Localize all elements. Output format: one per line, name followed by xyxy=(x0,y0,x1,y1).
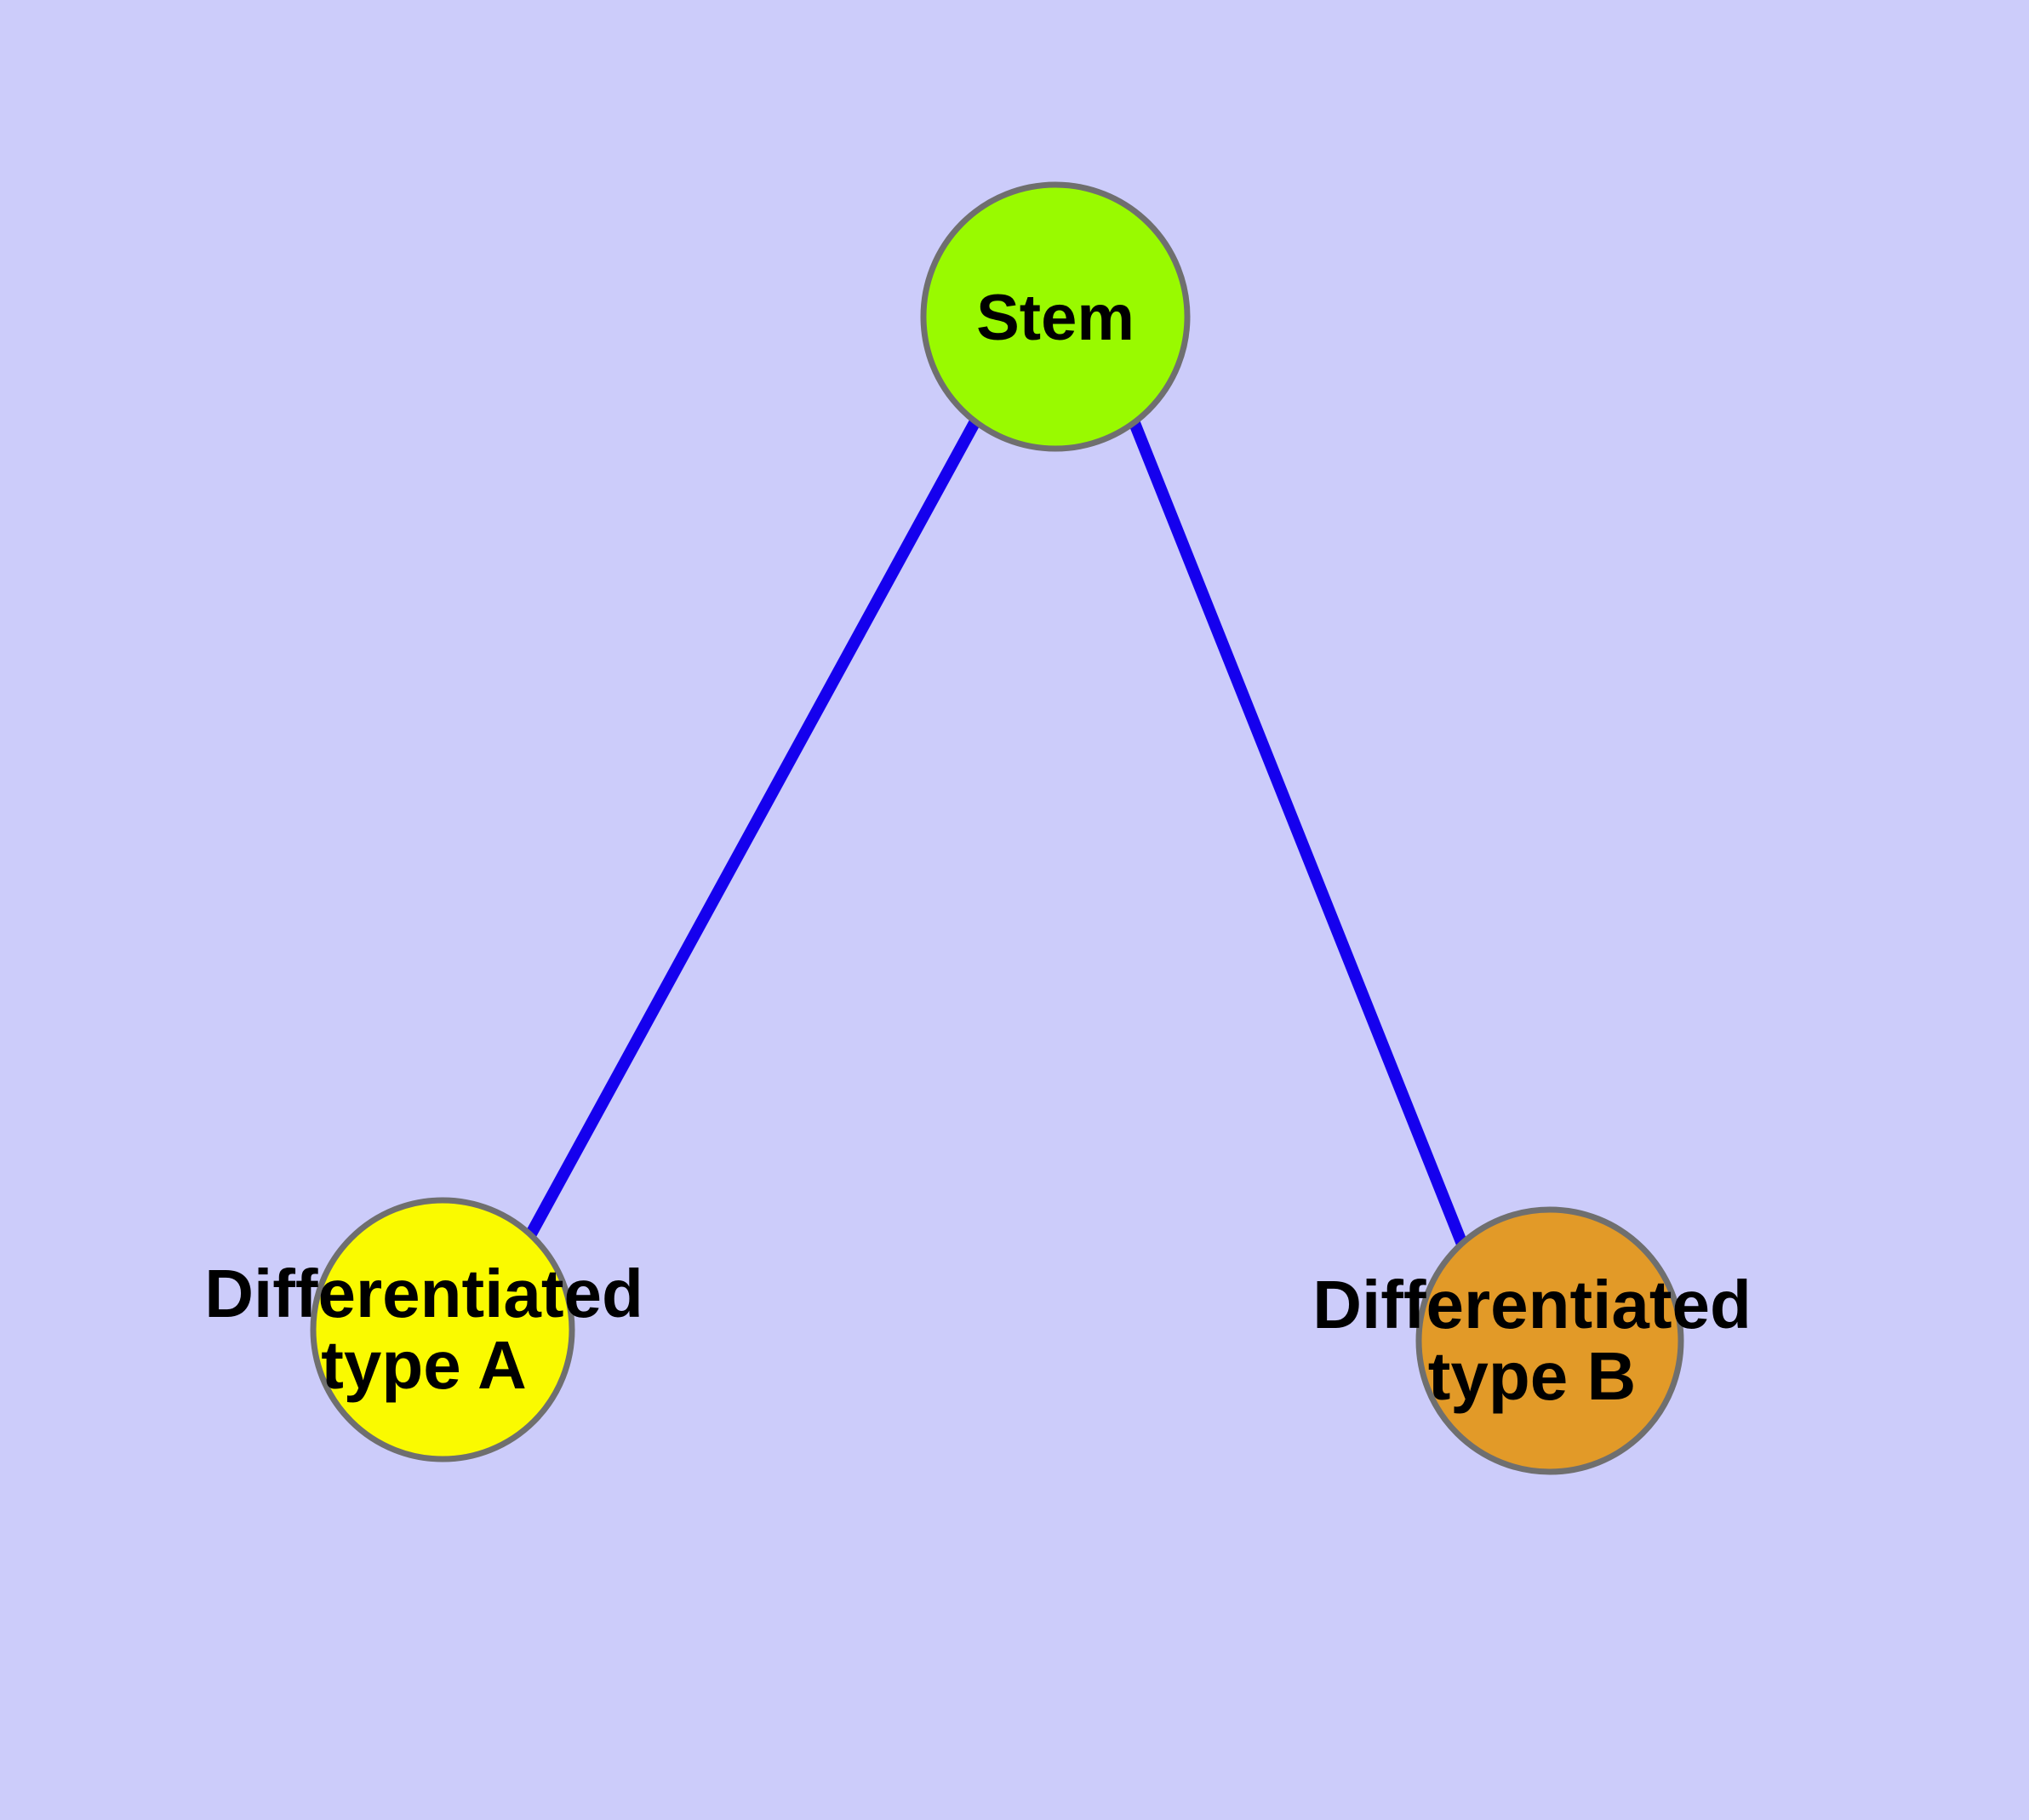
edge-stem-to-diff-a[interactable] xyxy=(518,418,981,1250)
edge-stem-to-diff-b[interactable] xyxy=(1129,421,1472,1257)
node-layer xyxy=(310,181,1684,1475)
node-stem[interactable] xyxy=(920,181,1191,452)
node-diff_b[interactable] xyxy=(1415,1206,1684,1475)
edge-layer xyxy=(518,418,1472,1257)
node-diff_a[interactable] xyxy=(310,1197,575,1462)
